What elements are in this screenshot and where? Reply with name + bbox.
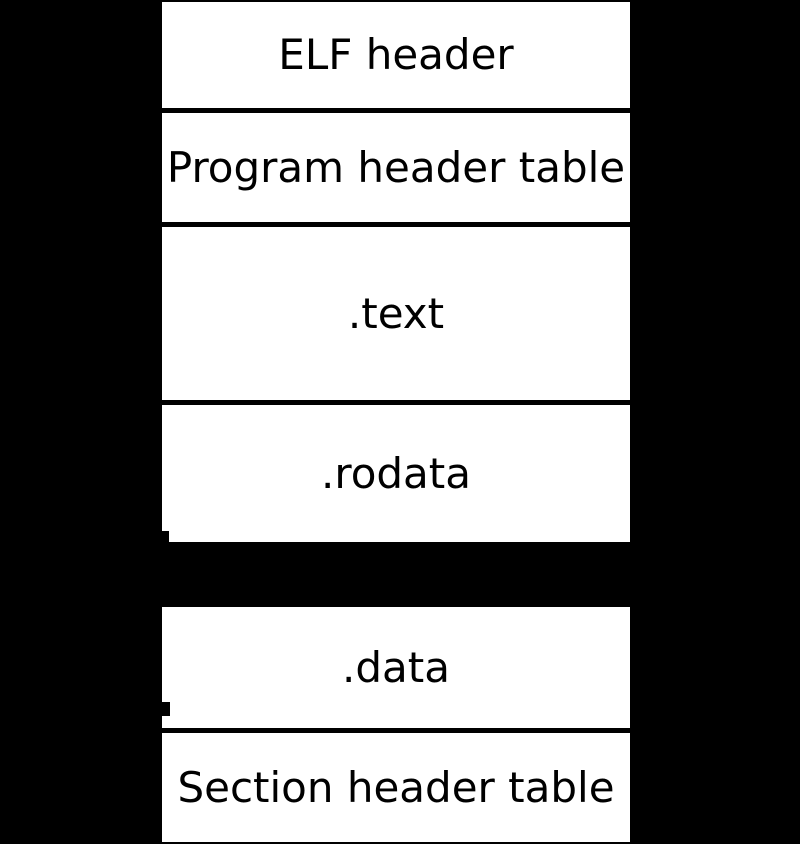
box-elf-header: ELF header [162,2,630,108]
box-divider [162,222,630,227]
connector-stub-data [157,702,170,716]
box-data-section-label: .data [342,642,450,692]
segment-gap [162,542,630,607]
box-rodata-section-label: .rodata [321,448,471,498]
box-text-section-label: .text [347,288,445,338]
box-divider [162,728,630,733]
file-layout-column: ELF header Program header table .text .r… [162,2,630,842]
box-elf-header-label: ELF header [278,30,514,79]
box-section-header-table-label: Section header table [177,762,615,812]
box-data-section: .data [162,607,630,728]
box-section-header-table: Section header table [162,733,630,842]
box-rodata-section: .rodata [162,405,630,542]
box-divider [162,108,630,113]
connector-stub-rodata [157,531,169,542]
box-divider [162,400,630,405]
box-program-header-table-label: Program header table [166,142,626,192]
box-program-header-table: Program header table [162,113,630,222]
box-text-section: .text [162,227,630,400]
